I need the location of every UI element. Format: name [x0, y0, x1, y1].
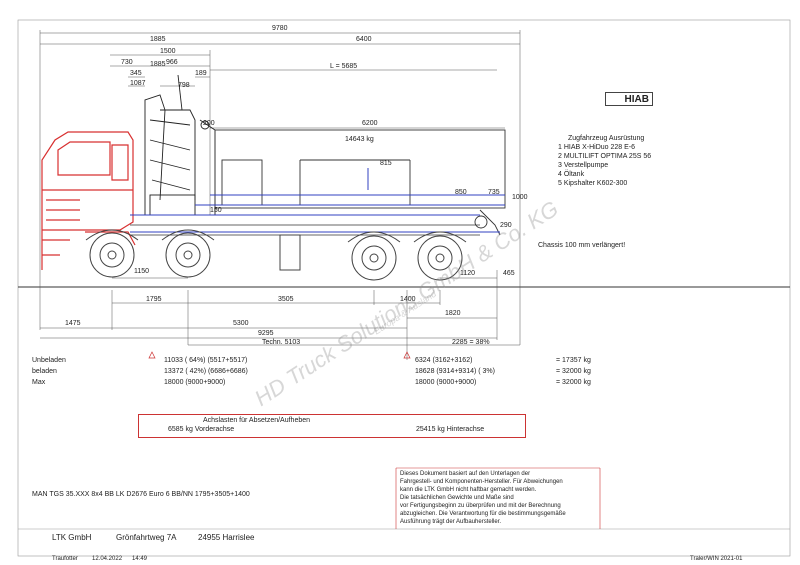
axle-rear-load: 25415 kg Hinterachse [416, 426, 485, 433]
dim-wheelbase-1795: 1795 [146, 296, 162, 303]
dim-1150: 1150 [134, 268, 150, 275]
dim-techn: Techn. 5103 [262, 339, 301, 346]
dim-189: 189 [195, 70, 207, 77]
equipment-item: 3 Verstellpumpe [558, 162, 609, 169]
dim-5300: 5300 [233, 320, 249, 327]
company-street: Grönfahrtweg 7A [116, 533, 177, 542]
axle-box-title: Achslasten für Absetzen/Aufheben [203, 417, 311, 424]
dim-1885b: 1885 [150, 61, 166, 68]
load-front-value: 11033 ( 64%) (5517+5517) [164, 357, 248, 364]
axle-load-box [138, 414, 526, 438]
hiab-logo: HIAB [605, 92, 653, 106]
disclaimer-line: vor Fertigungsbeginn zu überprüfen und m… [400, 503, 561, 509]
load-row-label: Unbeladen [32, 357, 66, 364]
disclaimer-line: Ausführung trägt der Aufbauhersteller. [400, 519, 502, 525]
dim-body-6200: 6200 [362, 120, 378, 127]
load-front-value: 13372 ( 42%) (6686+6686) [164, 368, 248, 375]
disclaimer-line: Fahrgestell- und Komponenten-Hersteller.… [400, 479, 563, 485]
equipment-item: 2 MULTILIFT OPTIMA 25S 56 [558, 153, 652, 160]
company-name: LTK GmbH [52, 533, 92, 542]
dim-overhang: 2285 = 38% [452, 339, 490, 346]
hiab-logo-text: HIAB [624, 94, 649, 105]
dim-735: 735 [488, 189, 500, 196]
disclaimer-line: kann die LTK GmbH nicht haftbar gemacht … [400, 487, 537, 493]
load-total-value: = 32000 kg [556, 368, 591, 375]
dim-200: 200 [203, 120, 215, 127]
disclaimer-line: Dieses Dokument basiert auf den Unterlag… [400, 471, 531, 477]
load-rear-value: 18628 (9314+9314) ( 3%) [415, 368, 495, 375]
drawing-time: 14:49 [132, 556, 148, 562]
document-id: Traler/WIN 2021-01 [690, 556, 743, 562]
dim-1000: 1000 [512, 194, 528, 201]
chassis-note: Chassis 100 mm verlängert! [538, 242, 626, 249]
dim-730: 730 [121, 59, 133, 66]
dim-966: 966 [166, 59, 178, 66]
load-row-label: beladen [32, 368, 57, 375]
dim-290: 290 [500, 222, 512, 229]
dim-1087: 1087 [130, 80, 146, 87]
dim-1820: 1820 [445, 310, 461, 317]
load-total-value: = 17357 kg [556, 357, 591, 364]
equipment-item: 4 Öltank [558, 171, 585, 178]
equipment-item: 5 Kipshalter K602-300 [558, 180, 628, 187]
dim-465: 465 [503, 270, 515, 277]
load-rear-value: 6324 (3162+3162) [415, 357, 473, 364]
dim-1120: 1120 [460, 270, 476, 277]
dim-9295: 9295 [258, 330, 274, 337]
disclaimer-line: Die tatsächlichen Gewichte und Maße sind [400, 495, 514, 501]
load-row-label: Max [32, 379, 46, 386]
dim-load-length: L = 5685 [330, 63, 358, 70]
dim-wheelbase-1400: 1400 [400, 296, 416, 303]
dim-150: 150 [210, 207, 222, 214]
load-rear-value: 18000 (9000+9000) [415, 379, 477, 386]
drawn-by: Traufotter [52, 556, 78, 562]
dim-798: 798 [178, 82, 190, 89]
disclaimer-line: abzugleichen. Die Verantwortung für die … [400, 511, 566, 517]
dim-total-length: 9780 [272, 25, 288, 32]
company-city: 24955 Harrislee [198, 533, 255, 542]
axle-front-load: 6585 kg Vorderachse [168, 426, 235, 433]
equipment-item: 1 HIAB X-HiDuo 228 E-6 [558, 144, 636, 151]
equipment-title: Zugfahrzeug Ausrüstung [568, 135, 645, 142]
dim-345: 345 [130, 70, 142, 77]
dim-850: 850 [455, 189, 467, 196]
payload-weight: 14643 kg [345, 136, 374, 143]
dim-1500: 1500 [160, 48, 176, 55]
dim-wheelbase-3505: 3505 [278, 296, 294, 303]
dim-1475: 1475 [65, 320, 81, 327]
load-total-value: = 32000 kg [556, 379, 591, 386]
drawing-date: 12.04.2022 [92, 556, 123, 562]
load-front-value: 18000 (9000+9000) [164, 379, 226, 386]
dim-815: 815 [380, 160, 392, 167]
dim-1885: 1885 [150, 36, 166, 43]
dim-6400: 6400 [356, 36, 372, 43]
vehicle-spec: MAN TGS 35.XXX 8x4 BB LK D2676 Euro 6 BB… [32, 491, 250, 498]
